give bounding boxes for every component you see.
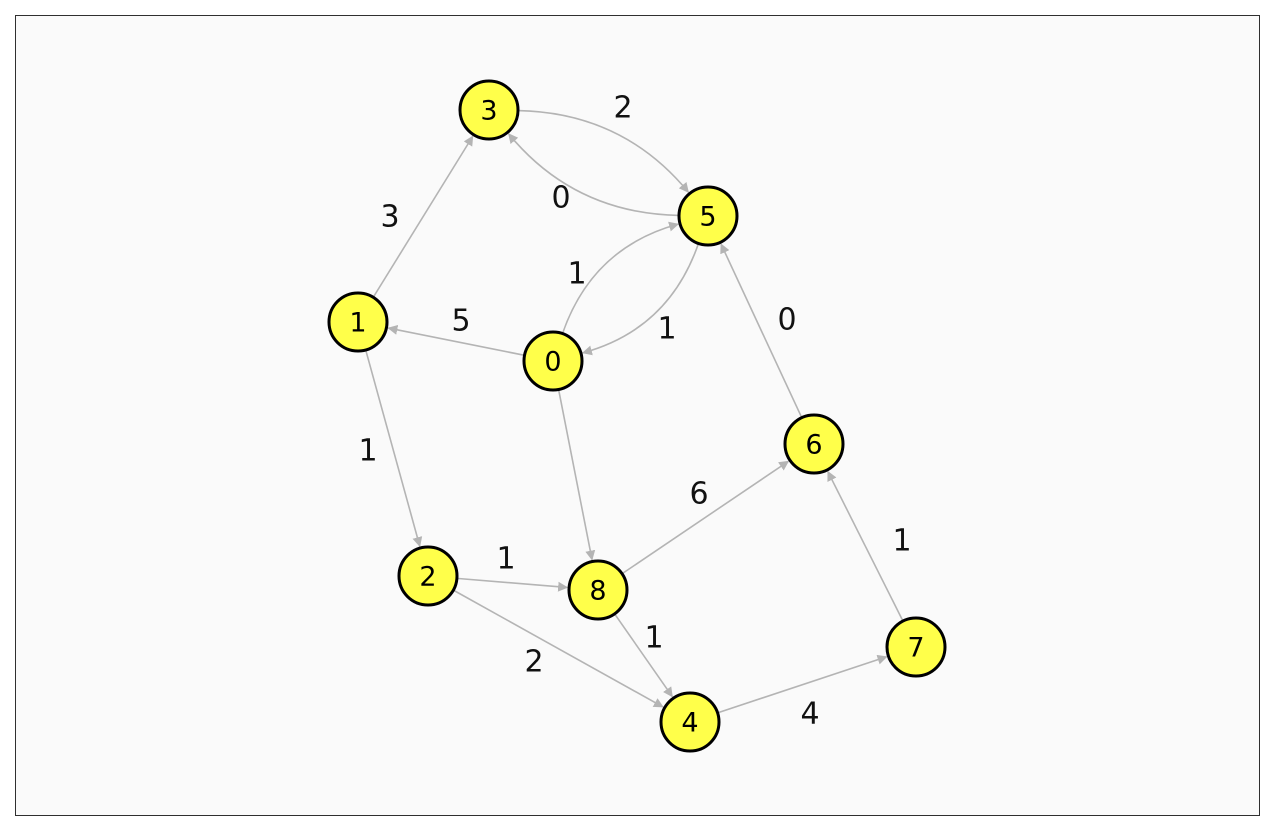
edge-5-to-3 xyxy=(508,133,680,217)
edge-0-to-8 xyxy=(557,389,596,561)
edge-weight-1-3: 3 xyxy=(380,200,399,235)
edge-2-to-4 xyxy=(452,589,664,708)
node-label-2: 2 xyxy=(419,562,436,593)
node-3: 3 xyxy=(458,79,520,141)
node-7: 7 xyxy=(885,616,947,678)
edge-weights-layer: 5 1 1 3 1 2 0 0 6 1 1 2 1 4 xyxy=(358,91,911,732)
node-6: 6 xyxy=(783,413,845,475)
edge-weight-0-1: 5 xyxy=(451,304,470,339)
edge-weight-0-5: 1 xyxy=(567,257,586,292)
node-0: 0 xyxy=(522,330,584,392)
node-label-3: 3 xyxy=(480,96,497,127)
node-circle-2 xyxy=(397,545,459,607)
graph-canvas xyxy=(15,15,1260,816)
node-circle-1 xyxy=(327,291,389,353)
node-circle-3 xyxy=(458,79,520,141)
edge-5-to-0 xyxy=(581,243,700,356)
node-label-1: 1 xyxy=(349,308,366,339)
edge-weight-7-6: 1 xyxy=(892,524,911,559)
edge-weight-6-5: 0 xyxy=(777,303,796,338)
edge-2-to-8 xyxy=(456,577,569,592)
node-circle-0 xyxy=(522,330,584,392)
edge-weight-5-3: 0 xyxy=(551,181,570,216)
node-1: 1 xyxy=(327,291,389,353)
node-label-5: 5 xyxy=(699,202,716,233)
node-8: 8 xyxy=(567,559,629,621)
edge-8-to-4 xyxy=(613,613,673,698)
node-circle-7 xyxy=(885,616,947,678)
edge-3-to-5 xyxy=(517,109,689,193)
node-label-4: 4 xyxy=(681,708,698,739)
edge-1-to-3 xyxy=(372,135,474,298)
node-label-0: 0 xyxy=(544,347,561,378)
node-circle-6 xyxy=(783,413,845,475)
nodes-layer: 0 1 2 3 4 5 6 7 8 xyxy=(327,79,947,753)
edge-weight-2-8: 1 xyxy=(496,542,515,577)
edge-weight-8-6: 6 xyxy=(689,477,708,512)
edge-0-to-1 xyxy=(387,324,525,357)
node-label-7: 7 xyxy=(907,633,924,664)
edge-6-to-5 xyxy=(720,243,803,419)
edge-8-to-6 xyxy=(621,460,790,575)
edge-weight-1-2: 1 xyxy=(358,434,377,469)
edge-4-to-7 xyxy=(717,654,888,714)
node-label-8: 8 xyxy=(589,576,606,607)
edge-7-to-6 xyxy=(827,470,904,622)
edge-weight-5-0: 1 xyxy=(657,312,676,347)
edge-weight-2-4: 2 xyxy=(524,645,543,680)
edge-1-to-2 xyxy=(364,349,423,548)
edge-weight-3-5: 2 xyxy=(613,91,632,126)
edge-0-to-5 xyxy=(561,221,680,334)
node-circle-8 xyxy=(567,559,629,621)
node-circle-5 xyxy=(677,185,739,247)
node-label-6: 6 xyxy=(805,430,822,461)
node-circle-4 xyxy=(659,691,721,753)
edges-layer xyxy=(364,109,904,714)
node-2: 2 xyxy=(397,545,459,607)
node-4: 4 xyxy=(659,691,721,753)
edge-weight-8-4: 1 xyxy=(644,621,663,656)
edge-weight-4-7: 4 xyxy=(800,697,819,732)
node-5: 5 xyxy=(677,185,739,247)
